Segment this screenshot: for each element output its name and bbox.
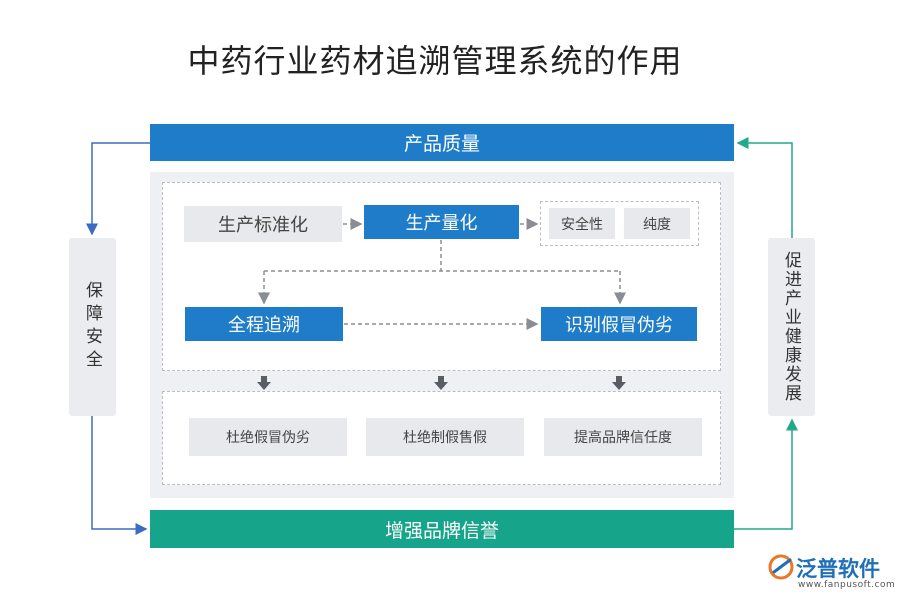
logo-icon [768, 554, 794, 580]
page-title: 中药行业药材追溯管理系统的作用 [187, 42, 683, 80]
node-quantification: 生产量化 [364, 205, 519, 239]
arrow-right-side-to-top [736, 137, 793, 238]
logo-name: 泛普软件 [796, 557, 880, 581]
node-identify-fake: 识别假冒伪劣 [541, 307, 697, 341]
down-arrow-left [257, 376, 271, 390]
node-standardization: 生产标准化 [184, 206, 342, 242]
outcome-eliminate-counterfeit: 杜绝假冒伪劣 [189, 418, 347, 456]
right-side-industry-development: 促进产业健康发展 [768, 238, 815, 416]
node-full-trace: 全程追溯 [185, 307, 343, 341]
attribute-safety: 安全性 [549, 208, 615, 239]
down-arrow-right [612, 376, 626, 390]
down-arrow-middle [434, 376, 448, 390]
bottom-bar-brand-reputation: 增强品牌信誉 [150, 510, 734, 548]
top-bar-product-quality: 产品质量 [150, 124, 734, 161]
arrow-left-side-to-bottom [91, 416, 148, 535]
outcome-brand-trust: 提高品牌信任度 [544, 418, 702, 456]
left-side-safety: 保障安全 [69, 238, 116, 416]
arrow-quantification-branch [264, 240, 620, 272]
logo-url: www.fanpusoft.com [798, 580, 896, 590]
attribute-purity: 纯度 [624, 208, 690, 239]
outcome-eliminate-fake-sales: 杜绝制假售假 [366, 418, 524, 456]
arrow-bottom-to-right-side [734, 418, 798, 530]
attributes-group [540, 201, 699, 246]
arrow-top-to-left-side [86, 142, 150, 236]
